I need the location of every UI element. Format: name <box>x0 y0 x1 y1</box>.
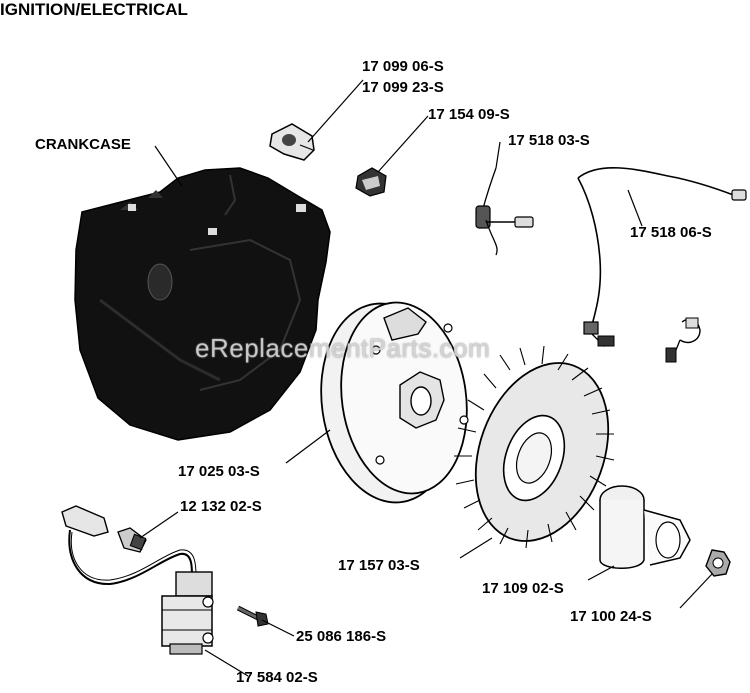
label-17-025-03-s: 17 025 03-S <box>178 463 260 480</box>
fan-part[interactable] <box>452 344 631 559</box>
label-17-109-02-s: 17 109 02-S <box>482 580 564 597</box>
label-17-099-23-s: 17 099 23-S <box>362 79 444 96</box>
screw-part[interactable] <box>236 605 269 627</box>
ignition-coil-part[interactable] <box>61 505 214 655</box>
sleeve-part[interactable] <box>599 485 691 569</box>
label-17-518-03-s: 17 518 03-S <box>508 132 590 149</box>
watermark: eReplacementParts.com <box>195 333 491 363</box>
crankcase-part[interactable] <box>74 167 331 441</box>
label-25-086-186-s: 25 086 186-S <box>296 628 387 645</box>
nut-part[interactable] <box>705 549 731 577</box>
leader-lines <box>139 79 713 677</box>
label-12-132-02-s: 12 132 02-S <box>180 498 262 515</box>
label-17-099-06-s: 17 099 06-S <box>362 58 444 75</box>
bracket-part[interactable] <box>269 123 315 161</box>
flywheel-part[interactable] <box>309 294 479 511</box>
label-17-518-06-s: 17 518 06-S <box>630 224 712 241</box>
spark-plug-part[interactable] <box>117 527 147 553</box>
clip-part[interactable] <box>355 167 387 197</box>
ground-wire-part[interactable] <box>665 317 701 363</box>
long-wire-part[interactable] <box>577 166 747 347</box>
label-crankcase: CRANKCASE <box>35 136 131 153</box>
label-17-157-03-s: 17 157 03-S <box>338 557 420 574</box>
label-17-100-24-s: 17 100 24-S <box>570 608 652 625</box>
diagram-title: IGNITION/ELECTRICAL <box>0 0 188 19</box>
label-17-154-09-s: 17 154 09-S <box>428 106 510 123</box>
label-17-584-02-s: 17 584 02-S <box>236 669 318 686</box>
short-wire-part[interactable] <box>475 167 534 256</box>
